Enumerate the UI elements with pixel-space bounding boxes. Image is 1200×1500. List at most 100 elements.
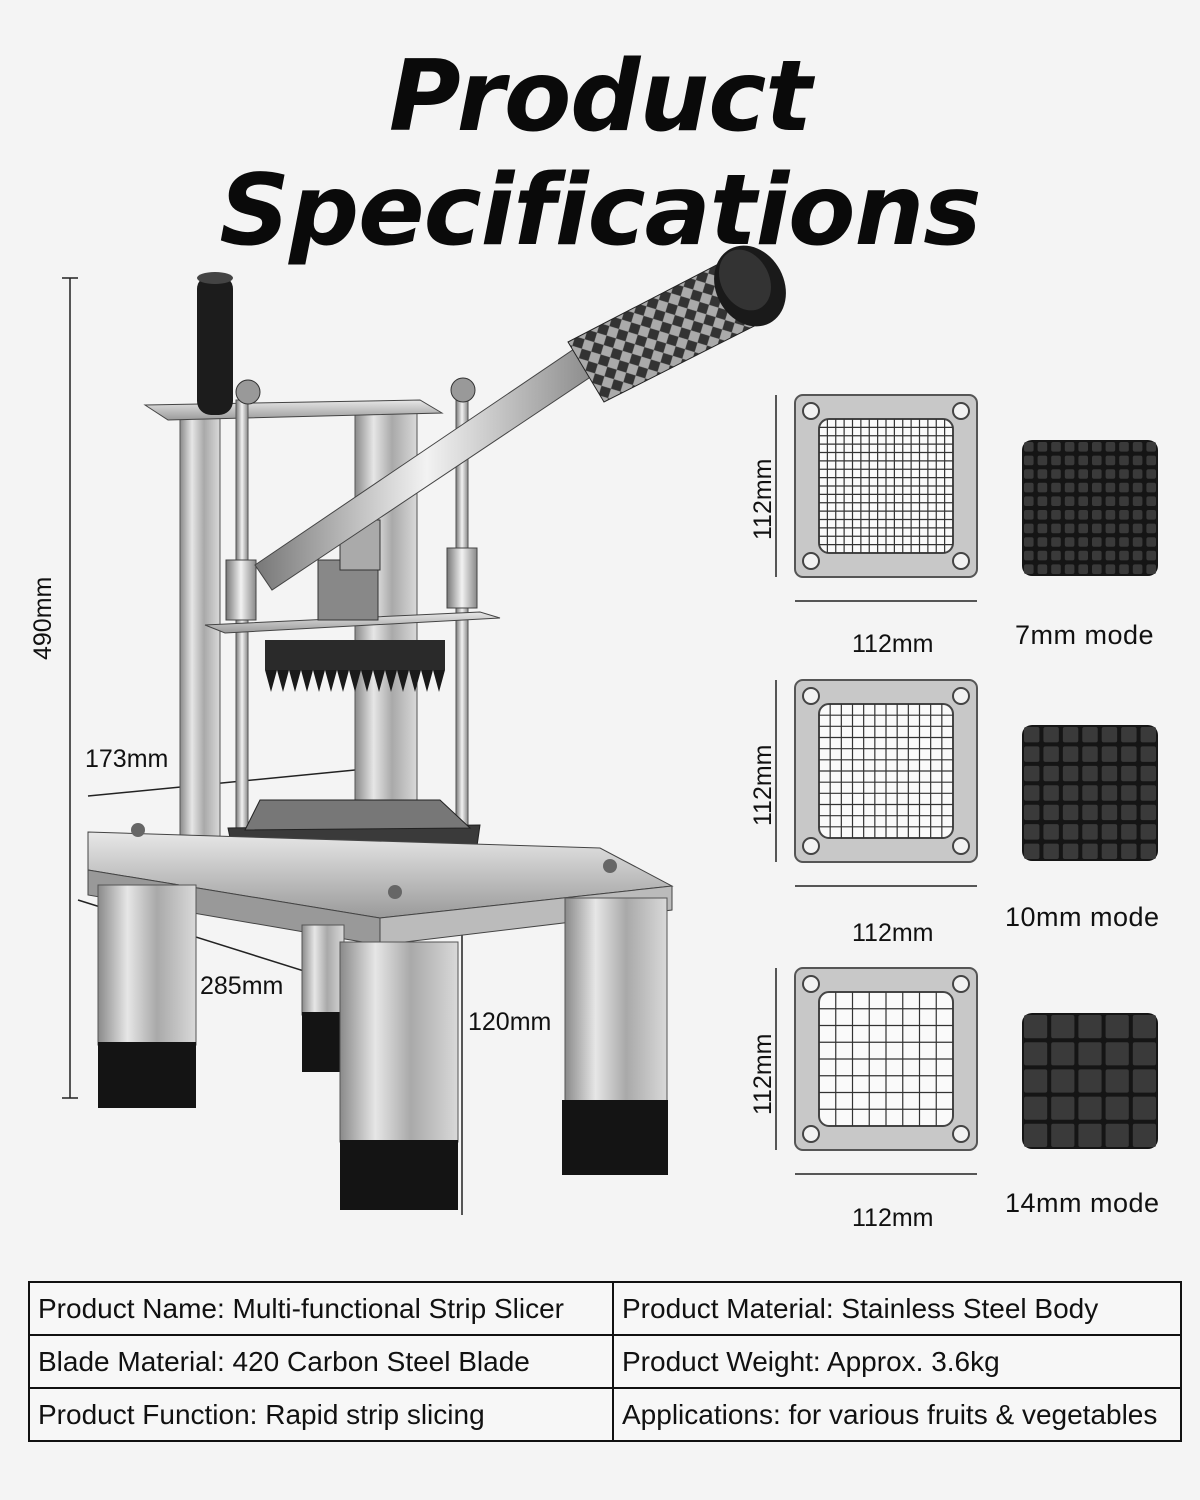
cut-piece <box>1037 496 1048 506</box>
cut-piece <box>1064 496 1075 506</box>
blade-grid-width-label: 112mm <box>852 1204 934 1232</box>
spec-cell: Applications: for various fruits & veget… <box>612 1387 1182 1442</box>
cut-piece <box>1024 523 1034 534</box>
cut-piece <box>1078 482 1088 493</box>
cut-piece <box>1092 537 1102 547</box>
cut-piece <box>1132 510 1143 520</box>
mounting-hole <box>802 687 820 705</box>
mounting-hole <box>952 1125 970 1143</box>
cut-piece <box>1132 1123 1156 1147</box>
cut-piece <box>1105 1123 1129 1147</box>
cut-piece <box>1078 1069 1102 1093</box>
cut-piece <box>1043 765 1059 782</box>
cut-piece <box>1051 1015 1075 1039</box>
cut-piece <box>1051 482 1061 493</box>
cut-piece <box>1078 442 1088 452</box>
cut-piece <box>1092 442 1102 452</box>
cut-piece <box>1062 824 1079 840</box>
cut-piece <box>1121 843 1137 859</box>
cut-piece <box>1105 1015 1129 1039</box>
cut-piece <box>1051 469 1061 479</box>
cut-piece <box>1105 564 1116 574</box>
cut-piece <box>1146 482 1156 493</box>
cut-piece <box>1146 496 1156 506</box>
cut-piece <box>1037 482 1048 493</box>
table-row: Product Name: Multi-functional Strip Sli… <box>28 1281 1182 1336</box>
cut-piece <box>1064 523 1075 534</box>
spec-cell: Blade Material: 420 Carbon Steel Blade <box>28 1334 614 1389</box>
cut-piece <box>1064 482 1075 493</box>
cut-piece <box>1078 550 1088 561</box>
cut-piece <box>1105 442 1116 452</box>
cut-piece <box>1078 455 1088 466</box>
mounting-hole <box>952 975 970 993</box>
cut-piece <box>1140 843 1156 859</box>
cut-piece <box>1132 455 1143 466</box>
cut-piece <box>1024 564 1034 574</box>
cut-piece <box>1132 1096 1156 1120</box>
cut-piece <box>1024 1069 1048 1093</box>
cut-piece <box>1146 550 1156 561</box>
mounting-hole <box>802 552 820 570</box>
cut-piece <box>1037 550 1048 561</box>
cut-piece <box>1024 455 1034 466</box>
cut-piece <box>1105 496 1116 506</box>
cut-piece <box>1064 510 1075 520</box>
cut-piece <box>1101 727 1118 743</box>
cut-piece <box>1132 564 1143 574</box>
cut-piece <box>1105 537 1116 547</box>
cut-piece <box>1082 727 1098 743</box>
cut-piece <box>1146 455 1156 466</box>
cut-piece <box>1062 785 1079 801</box>
cut-piece <box>1092 523 1102 534</box>
cut-piece <box>1064 455 1075 466</box>
cut-piece <box>1132 496 1143 506</box>
cut-piece <box>1140 785 1156 801</box>
cut-piece <box>1146 510 1156 520</box>
mounting-hole <box>802 837 820 855</box>
cut-piece <box>1132 523 1143 534</box>
cut-piece <box>1119 550 1129 561</box>
cut-piece <box>1024 746 1040 762</box>
cut-piece <box>1078 1096 1102 1120</box>
cut-piece <box>1119 523 1129 534</box>
cut-piece <box>1092 564 1102 574</box>
mode-label: 14mm mode <box>1005 1188 1160 1218</box>
cut-piece <box>1119 442 1129 452</box>
cut-piece <box>1146 523 1156 534</box>
cut-piece <box>1132 482 1143 493</box>
cut-piece <box>1140 727 1156 743</box>
cut-piece <box>1024 1042 1048 1066</box>
blade-grid-height-label: 112mm <box>749 744 777 826</box>
cut-piece <box>1140 746 1156 762</box>
cut-piece <box>1024 843 1040 859</box>
cut-piece <box>1121 824 1137 840</box>
cut-piece <box>1132 469 1143 479</box>
cut-piece <box>1037 537 1048 547</box>
cut-piece <box>1078 1042 1102 1066</box>
cut-piece <box>1140 824 1156 840</box>
cut-piece <box>1105 510 1116 520</box>
cut-piece <box>1140 804 1156 821</box>
cut-piece <box>1037 442 1048 452</box>
cut-piece <box>1121 804 1137 821</box>
cut-piece <box>1064 537 1075 547</box>
cut-piece <box>1140 765 1156 782</box>
cut-piece <box>1132 550 1143 561</box>
cut-piece <box>1119 564 1129 574</box>
cut-piece <box>1051 1123 1075 1147</box>
mode-label: 7mm mode <box>1015 620 1155 650</box>
cut-piece <box>1101 765 1118 782</box>
cut-piece <box>1092 482 1102 493</box>
cut-piece <box>1082 804 1098 821</box>
cut-piece <box>1024 785 1040 801</box>
cut-piece <box>1082 746 1098 762</box>
cut-piece <box>1062 843 1079 859</box>
cut-piece <box>1051 537 1061 547</box>
spec-cell: Product Material: Stainless Steel Body <box>612 1281 1182 1336</box>
cut-piece <box>1024 1015 1048 1039</box>
mounting-hole <box>952 402 970 420</box>
cut-piece <box>1051 523 1061 534</box>
